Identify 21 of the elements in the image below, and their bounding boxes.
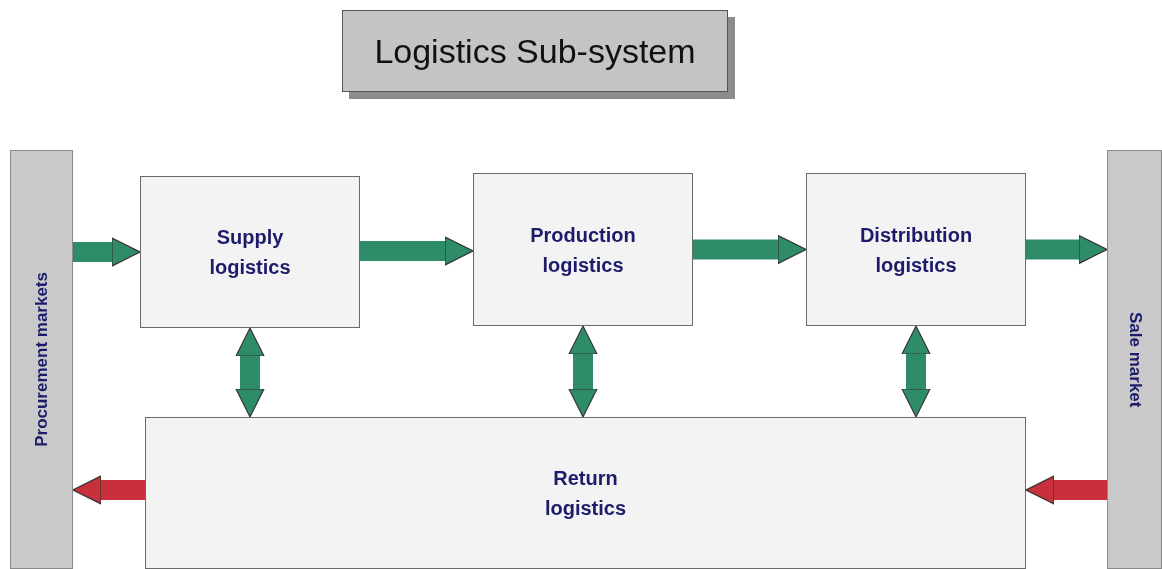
block-arrow [1025,475,1107,505]
bar-label: Sale market [1124,311,1146,408]
block-arrow [1026,234,1108,265]
market-bar [10,150,73,569]
market-bar [1107,150,1162,569]
block-arrow [693,234,807,265]
process-box [473,173,693,326]
node-label: Distribution logistics [858,222,974,278]
block-arrow [235,327,265,418]
block-arrow [568,325,598,418]
process-box [145,417,1026,569]
node-label: Return logistics [543,466,628,521]
bar-label: Procurement markets [30,272,52,447]
block-arrow [72,475,145,505]
block-arrow [73,237,141,267]
node-label: Supply logistics [208,225,292,280]
process-box [806,173,1026,326]
node-label: Production logistics [529,222,637,278]
process-box [140,176,360,328]
block-arrow [901,325,931,418]
block-arrow [360,236,474,266]
